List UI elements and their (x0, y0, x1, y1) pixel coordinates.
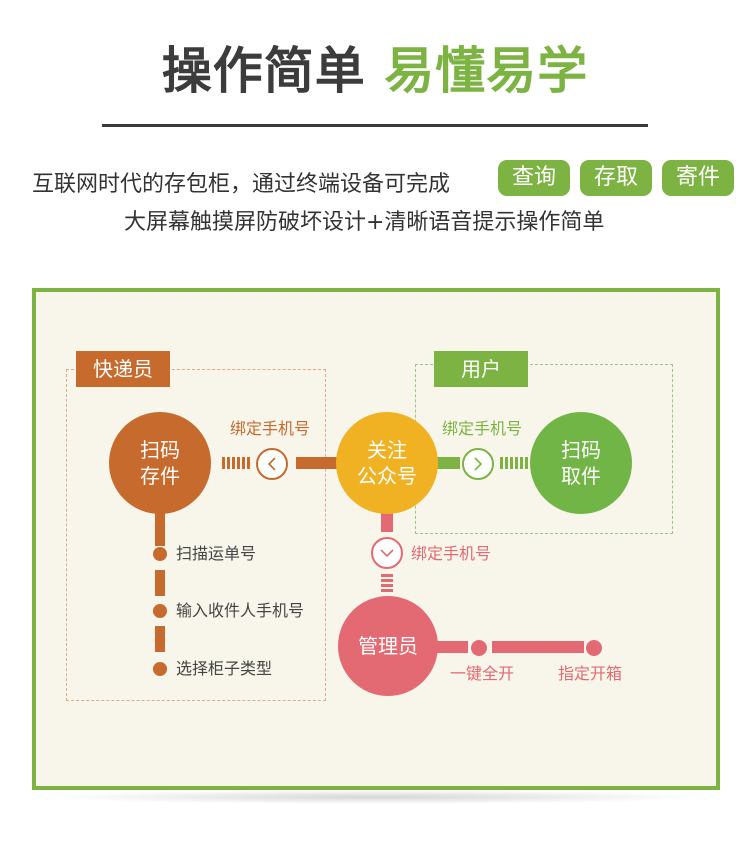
description-line-2: 大屏幕触摸屏防破坏设计+清晰语音提示操作简单 (124, 210, 605, 235)
title-dark-part: 操作简单 (161, 41, 366, 100)
admin-actions-line-2 (492, 641, 584, 653)
node-scan-pickup: 扫码 取件 (530, 412, 632, 514)
node-scan-store: 扫码 存件 (109, 412, 211, 514)
courier-hatch (222, 457, 250, 469)
courier-step-3: 选择柜子类型 (176, 659, 273, 678)
node-scan-pickup-line-1: 扫码 (561, 438, 601, 462)
bind-phone-label-admin: 绑定手机号 (411, 544, 492, 563)
chevron-left-icon (256, 448, 288, 480)
courier-step-1: 扫描运单号 (176, 544, 257, 563)
step-dot (153, 604, 167, 618)
action-dot (471, 640, 487, 656)
courier-group-box (66, 369, 326, 701)
description-line-1: 互联网时代的存包柜，通过终端设备可完成 (32, 172, 451, 197)
title-divider (102, 124, 648, 127)
courier-steps-line-3 (155, 626, 165, 652)
pill-send: 寄件 (662, 160, 735, 196)
node-follow-line-1: 关注 (367, 438, 407, 462)
step-dot (153, 547, 167, 561)
pill-store-pickup: 存取 (580, 160, 653, 196)
admin-link-bar (381, 510, 393, 532)
node-scan-store-line-1: 扫码 (140, 438, 180, 462)
courier-steps-line-1 (155, 512, 165, 546)
panel-shadow (46, 790, 706, 804)
pill-query: 查询 (498, 160, 571, 196)
user-tag: 用户 (434, 351, 528, 387)
title-green-part: 易懂易学 (384, 41, 589, 100)
page-title: 操作简单 易懂易学 (0, 36, 750, 106)
admin-actions-line-1 (436, 641, 468, 653)
node-scan-store-line-2: 存件 (140, 464, 180, 488)
user-link-bar (436, 457, 460, 469)
admin-hatch (381, 574, 393, 592)
user-hatch (500, 457, 528, 469)
courier-steps-line-2 (155, 570, 165, 596)
node-scan-pickup-line-2: 取件 (561, 464, 601, 488)
bind-phone-label-user: 绑定手机号 (442, 419, 523, 438)
node-follow-account: 关注 公众号 (336, 412, 438, 514)
bind-phone-label-courier: 绑定手机号 (230, 419, 311, 438)
chevron-right-icon (462, 448, 494, 480)
admin-action-open-specific: 指定开箱 (558, 664, 623, 683)
node-admin-label: 管理员 (358, 634, 418, 658)
node-follow-line-2: 公众号 (357, 464, 417, 488)
admin-action-open-all: 一键全开 (450, 664, 515, 683)
courier-tag: 快递员 (76, 351, 170, 387)
courier-step-2: 输入收件人手机号 (176, 601, 305, 620)
node-admin: 管理员 (338, 596, 438, 696)
courier-link-bar (296, 457, 338, 469)
action-dot (586, 640, 602, 656)
step-dot (153, 662, 167, 676)
chevron-down-icon (371, 537, 403, 569)
